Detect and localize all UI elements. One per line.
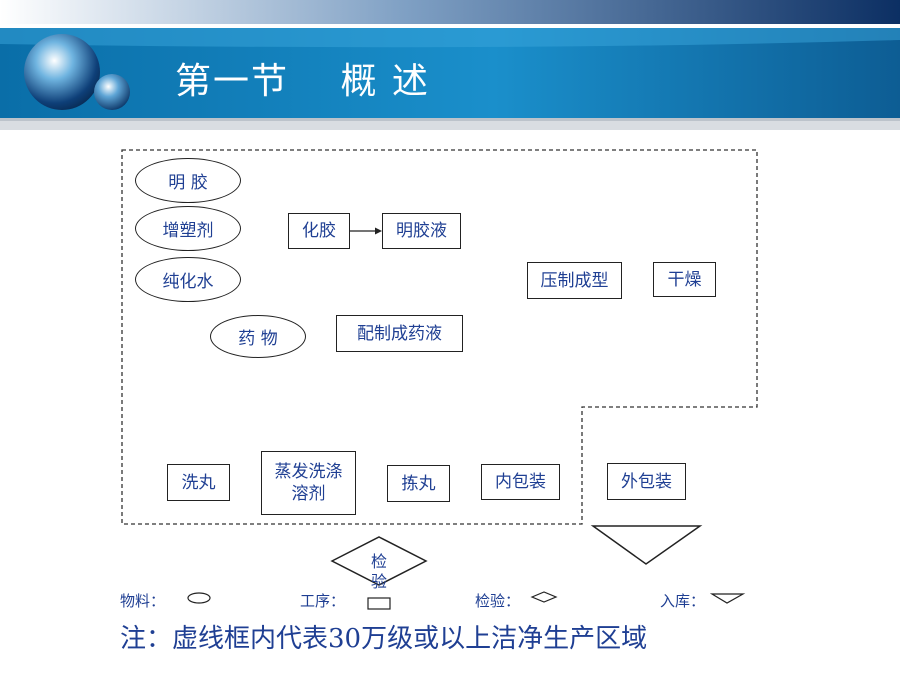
inspection-label: 检验 xyxy=(370,552,387,591)
process-prepare-drug-solution: 配制成药液 xyxy=(336,315,463,352)
legend-storage: 入库： xyxy=(660,592,706,610)
process-press-forming: 压制成型 xyxy=(527,262,622,299)
legend-inspection: 检验： xyxy=(475,592,521,610)
process-gelatin-solution: 明胶液 xyxy=(382,213,461,249)
process-outer-packaging: 外包装 xyxy=(607,463,686,500)
process-dissolve-gelatin: 化胶 xyxy=(288,213,350,249)
header-banner xyxy=(0,0,900,130)
inspection-diamond xyxy=(330,536,428,586)
sphere-small-icon xyxy=(94,74,130,110)
material-gelatin: 明 胶 xyxy=(135,158,241,203)
legend-process: 工序： xyxy=(300,592,346,610)
material-drug: 药 物 xyxy=(210,315,306,358)
arrow-gelatin-head xyxy=(375,227,382,235)
storage-triangle xyxy=(590,525,703,565)
process-wash-pills: 洗丸 xyxy=(167,464,230,501)
process-inner-packaging: 内包装 xyxy=(481,464,560,500)
legend-diamond-icon xyxy=(530,591,558,603)
legend-material: 物料： xyxy=(120,592,166,610)
process-sort-pills: 拣丸 xyxy=(387,465,450,502)
material-purified-water: 纯化水 xyxy=(135,257,241,302)
process-drying: 干燥 xyxy=(653,262,716,297)
process-evaporate-solvent: 蒸发洗涤溶剂 xyxy=(261,451,356,515)
material-plasticizer: 增塑剂 xyxy=(135,206,241,251)
slide-title: 第一节 概 述 xyxy=(175,61,430,102)
legend-rect-icon xyxy=(367,597,391,610)
legend-oval-icon xyxy=(187,592,211,604)
legend-triangle-icon xyxy=(709,593,746,604)
clean-zone-boundary xyxy=(121,149,758,525)
footnote: 注：虚线框内代表30万级或以上洁净生产区域 xyxy=(120,624,648,654)
sphere-large-icon xyxy=(24,34,100,110)
